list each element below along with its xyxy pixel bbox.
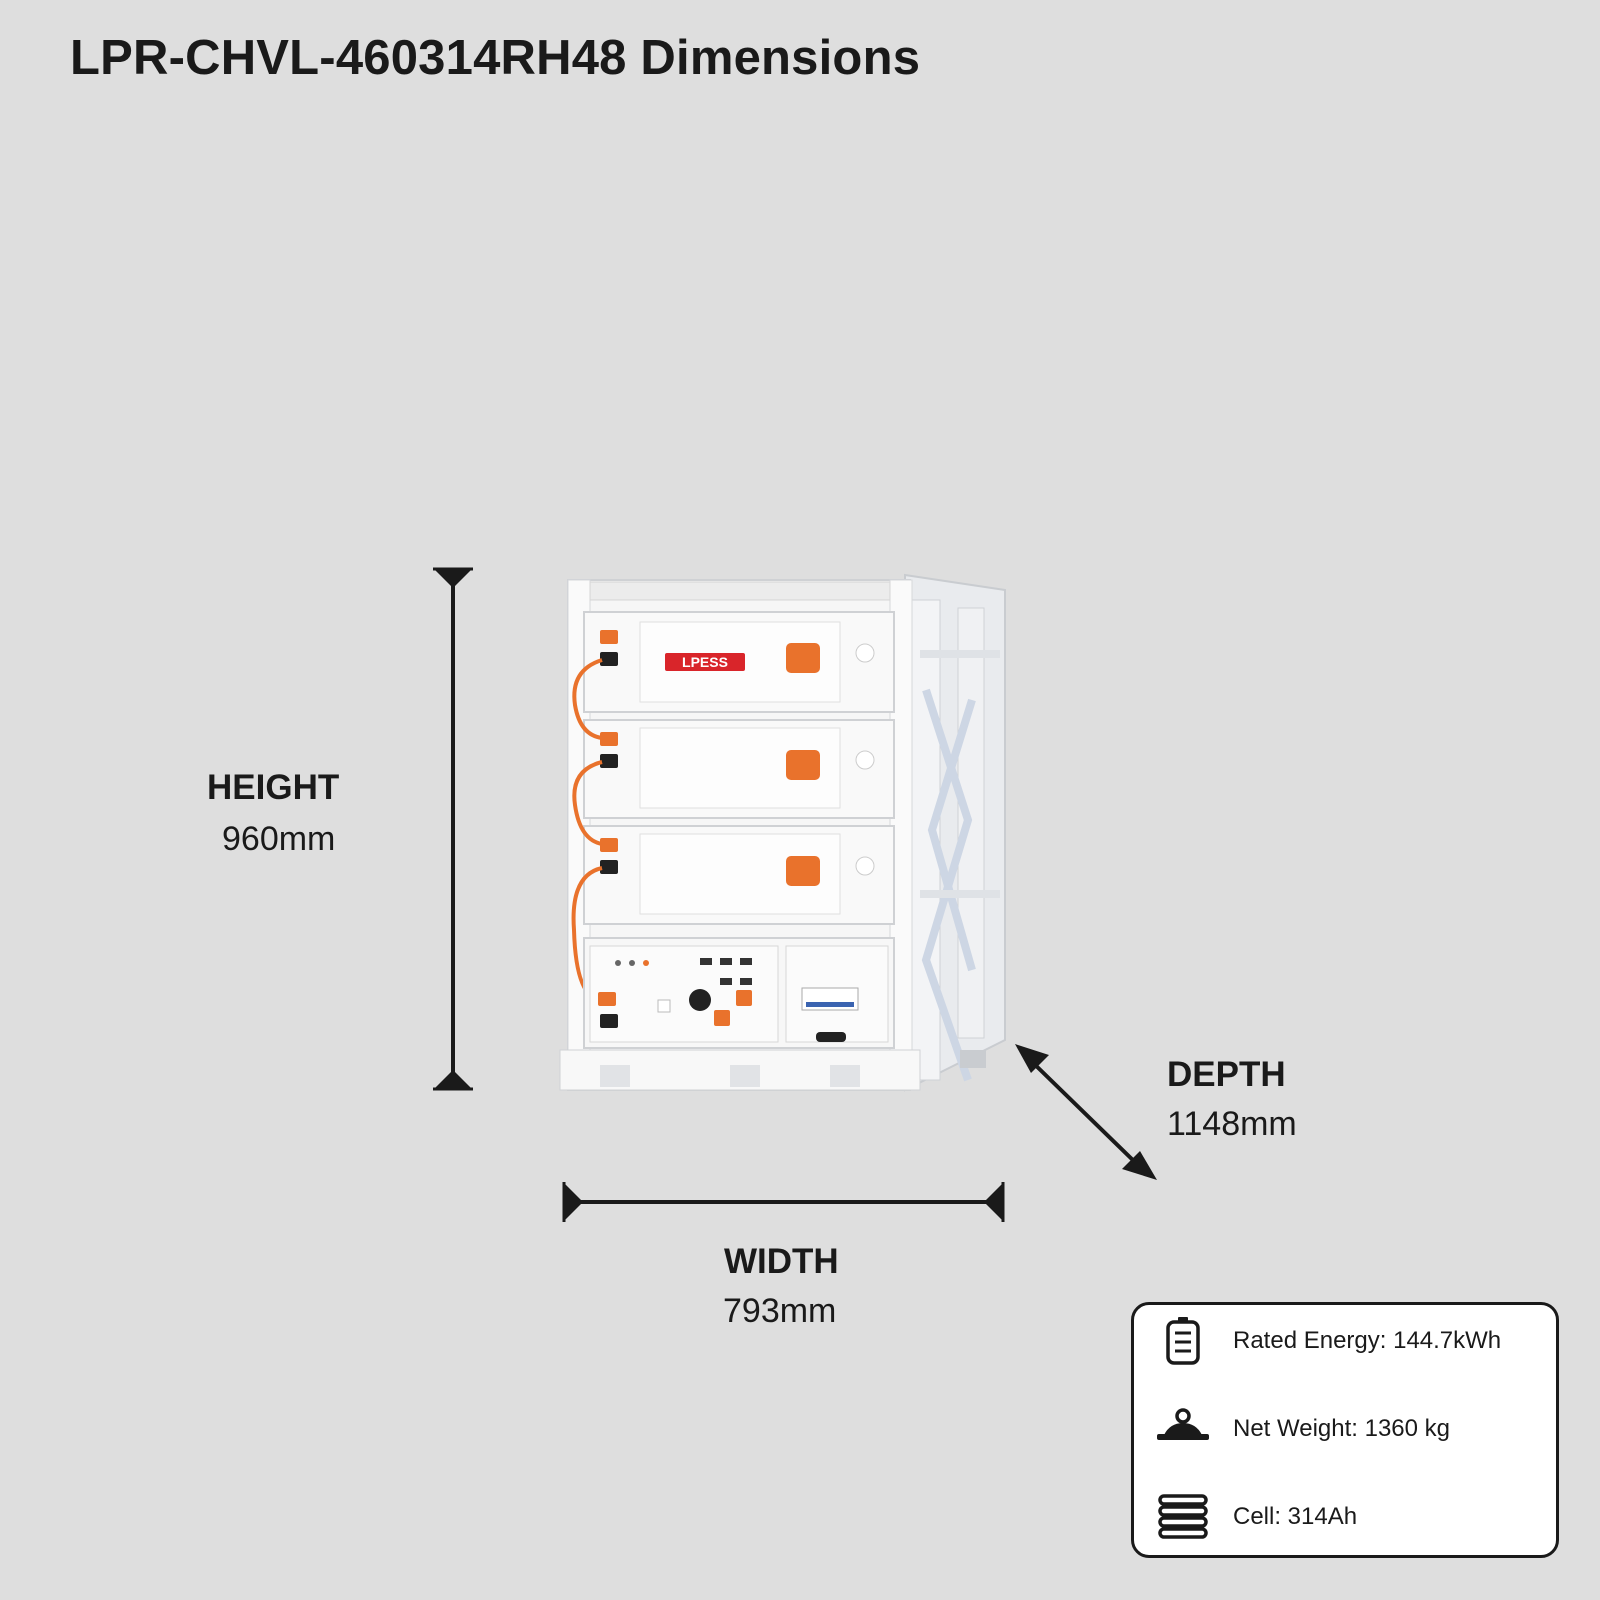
height-label: HEIGHT — [207, 768, 340, 807]
weight-icon — [1157, 1408, 1209, 1440]
control-box — [583, 937, 895, 1049]
page-title: LPR-CHVL-460314RH48 Dimensions — [70, 31, 921, 85]
width-value: 793mm — [723, 1292, 837, 1330]
battery-icon — [1166, 1317, 1200, 1365]
width-label: WIDTH — [724, 1242, 839, 1281]
width-arrow — [562, 1182, 1005, 1222]
battery-module-2 — [583, 719, 895, 819]
spec-row-cell: Cell: 314Ah — [1134, 1487, 1556, 1547]
battery-cabinet-image: LPESS — [559, 573, 1006, 1092]
cell-stack-icon — [1158, 1494, 1208, 1539]
spec-row-energy: Rated Energy: 144.7kWh — [1134, 1311, 1556, 1371]
lpess-logo: LPESS — [682, 654, 728, 670]
spec-cell-text: Cell: 314Ah — [1233, 1503, 1358, 1530]
depth-value: 1148mm — [1167, 1105, 1297, 1143]
spec-row-weight: Net Weight: 1360 kg — [1134, 1399, 1556, 1459]
spec-weight-text: Net Weight: 1360 kg — [1233, 1415, 1451, 1442]
battery-module-3 — [583, 825, 895, 925]
spec-energy-text: Rated Energy: 144.7kWh — [1233, 1327, 1502, 1354]
depth-label: DEPTH — [1167, 1055, 1286, 1094]
depth-arrow — [1015, 1044, 1157, 1180]
battery-module-1: LPESS — [583, 611, 895, 713]
spec-card: Rated Energy: 144.7kWh Net Weight: 1360 … — [1131, 1302, 1559, 1558]
height-arrow — [433, 567, 473, 1091]
height-value: 960mm — [222, 820, 336, 858]
